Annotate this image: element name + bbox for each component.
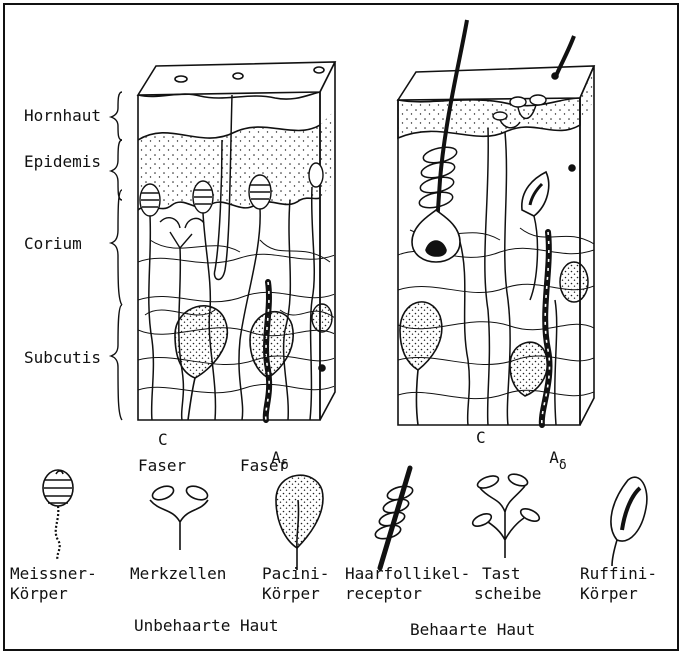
fiber-label-a-right-letter: A xyxy=(549,448,559,467)
pacini-corpuscle-icon xyxy=(276,475,323,570)
receptor-label-merkzellen: Merkzellen xyxy=(130,564,226,584)
layer-label-corium: Corium xyxy=(24,234,82,254)
tactile-disc-icon xyxy=(471,472,541,558)
layer-label-subcutis: Subcutis xyxy=(24,348,101,368)
receptor-label-ruffini-2: Körper xyxy=(580,584,638,604)
receptor-label-haar-1: Haarfollikel- xyxy=(345,564,470,584)
meissner-corpuscle-icon xyxy=(43,470,73,560)
hair-follicle-receptor-icon xyxy=(374,468,414,568)
receptor-label-haar-2: receptor xyxy=(345,584,422,604)
group-label-behaarte-haut: Behaarte Haut xyxy=(410,620,535,640)
fiber-label-faser-a: Faser xyxy=(240,456,288,476)
hairy-skin-block xyxy=(398,20,594,425)
fiber-label-a-right: Aδ xyxy=(530,428,567,470)
fiber-label-faser-c: Faser xyxy=(138,456,186,476)
ruffini-corpuscle-icon xyxy=(611,477,647,566)
receptor-label-pacini-2: Körper xyxy=(262,584,320,604)
receptor-label-tast-1: Tast xyxy=(482,564,521,584)
receptor-label-ruffini-1: Ruffini- xyxy=(580,564,657,584)
layer-brackets xyxy=(111,92,122,420)
glabrous-skin-block xyxy=(138,62,335,420)
fiber-label-a-right-sub: δ xyxy=(559,458,567,473)
merkel-cell-icon xyxy=(150,484,209,550)
group-label-unbehaarte-haut: Unbehaarte Haut xyxy=(134,616,279,636)
layer-label-epidemis: Epidemis xyxy=(24,152,101,172)
receptor-label-pacini-1: Pacini- xyxy=(262,564,329,584)
receptor-label-tast-2: scheibe xyxy=(474,584,541,604)
receptor-label-meissner-2: Körper xyxy=(10,584,68,604)
layer-label-hornhaut: Hornhaut xyxy=(24,106,101,126)
receptor-label-meissner-1: Meissner- xyxy=(10,564,97,584)
fiber-label-c-right: C xyxy=(476,428,486,448)
fiber-label-c-left: C xyxy=(158,430,168,450)
